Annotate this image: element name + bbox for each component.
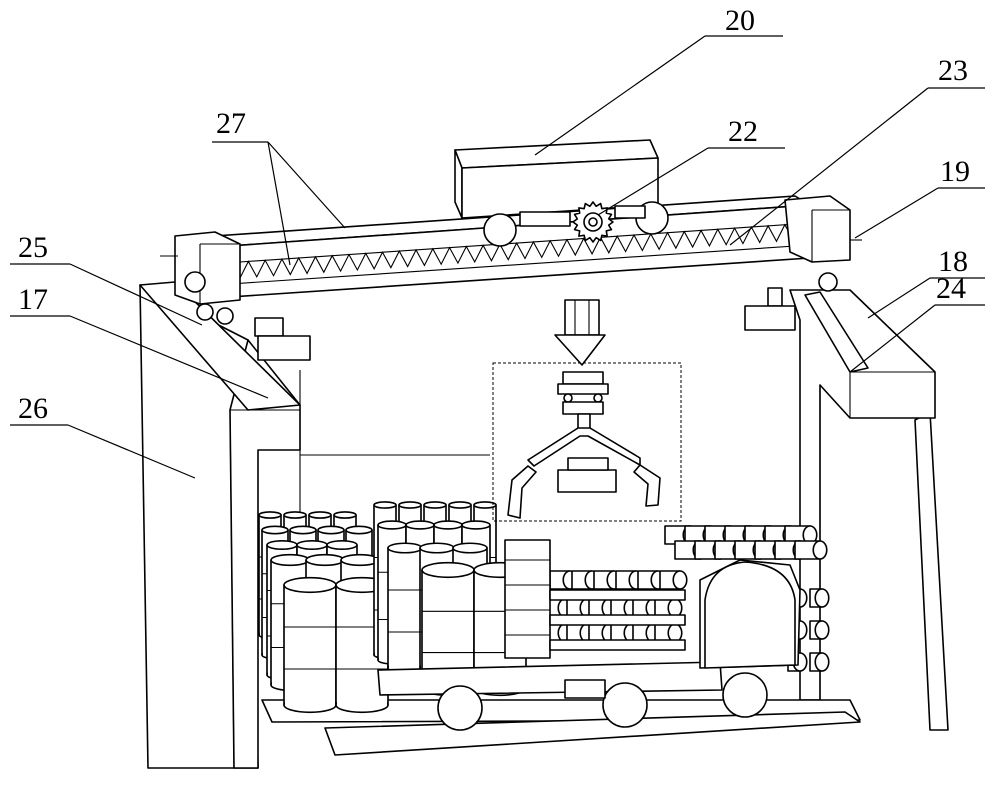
label-22: 22 xyxy=(728,115,758,148)
pallets xyxy=(504,539,686,659)
label-19: 19 xyxy=(940,155,970,188)
detail-frame xyxy=(492,362,682,522)
leader-lines xyxy=(10,35,985,479)
label-17: 17 xyxy=(18,283,48,316)
track-rail xyxy=(324,711,861,756)
barrel-stacks xyxy=(258,501,527,714)
label-18: 18 xyxy=(938,245,968,278)
label-26: 26 xyxy=(18,392,48,425)
label-20: 20 xyxy=(725,4,755,37)
right-frame xyxy=(789,289,949,731)
label-27: 27 xyxy=(216,107,246,140)
gear-icon xyxy=(572,201,614,243)
label-25: 25 xyxy=(18,231,48,264)
left-end-block xyxy=(160,231,311,361)
lift-column xyxy=(554,299,606,366)
transfer-cart xyxy=(377,559,801,731)
right-end-block xyxy=(744,195,862,331)
label-24: 24 xyxy=(936,272,966,305)
left-wall xyxy=(139,281,301,769)
label-23: 23 xyxy=(938,54,968,87)
roll-stacks xyxy=(544,525,830,672)
gripper xyxy=(507,371,661,519)
trolley xyxy=(454,139,669,247)
